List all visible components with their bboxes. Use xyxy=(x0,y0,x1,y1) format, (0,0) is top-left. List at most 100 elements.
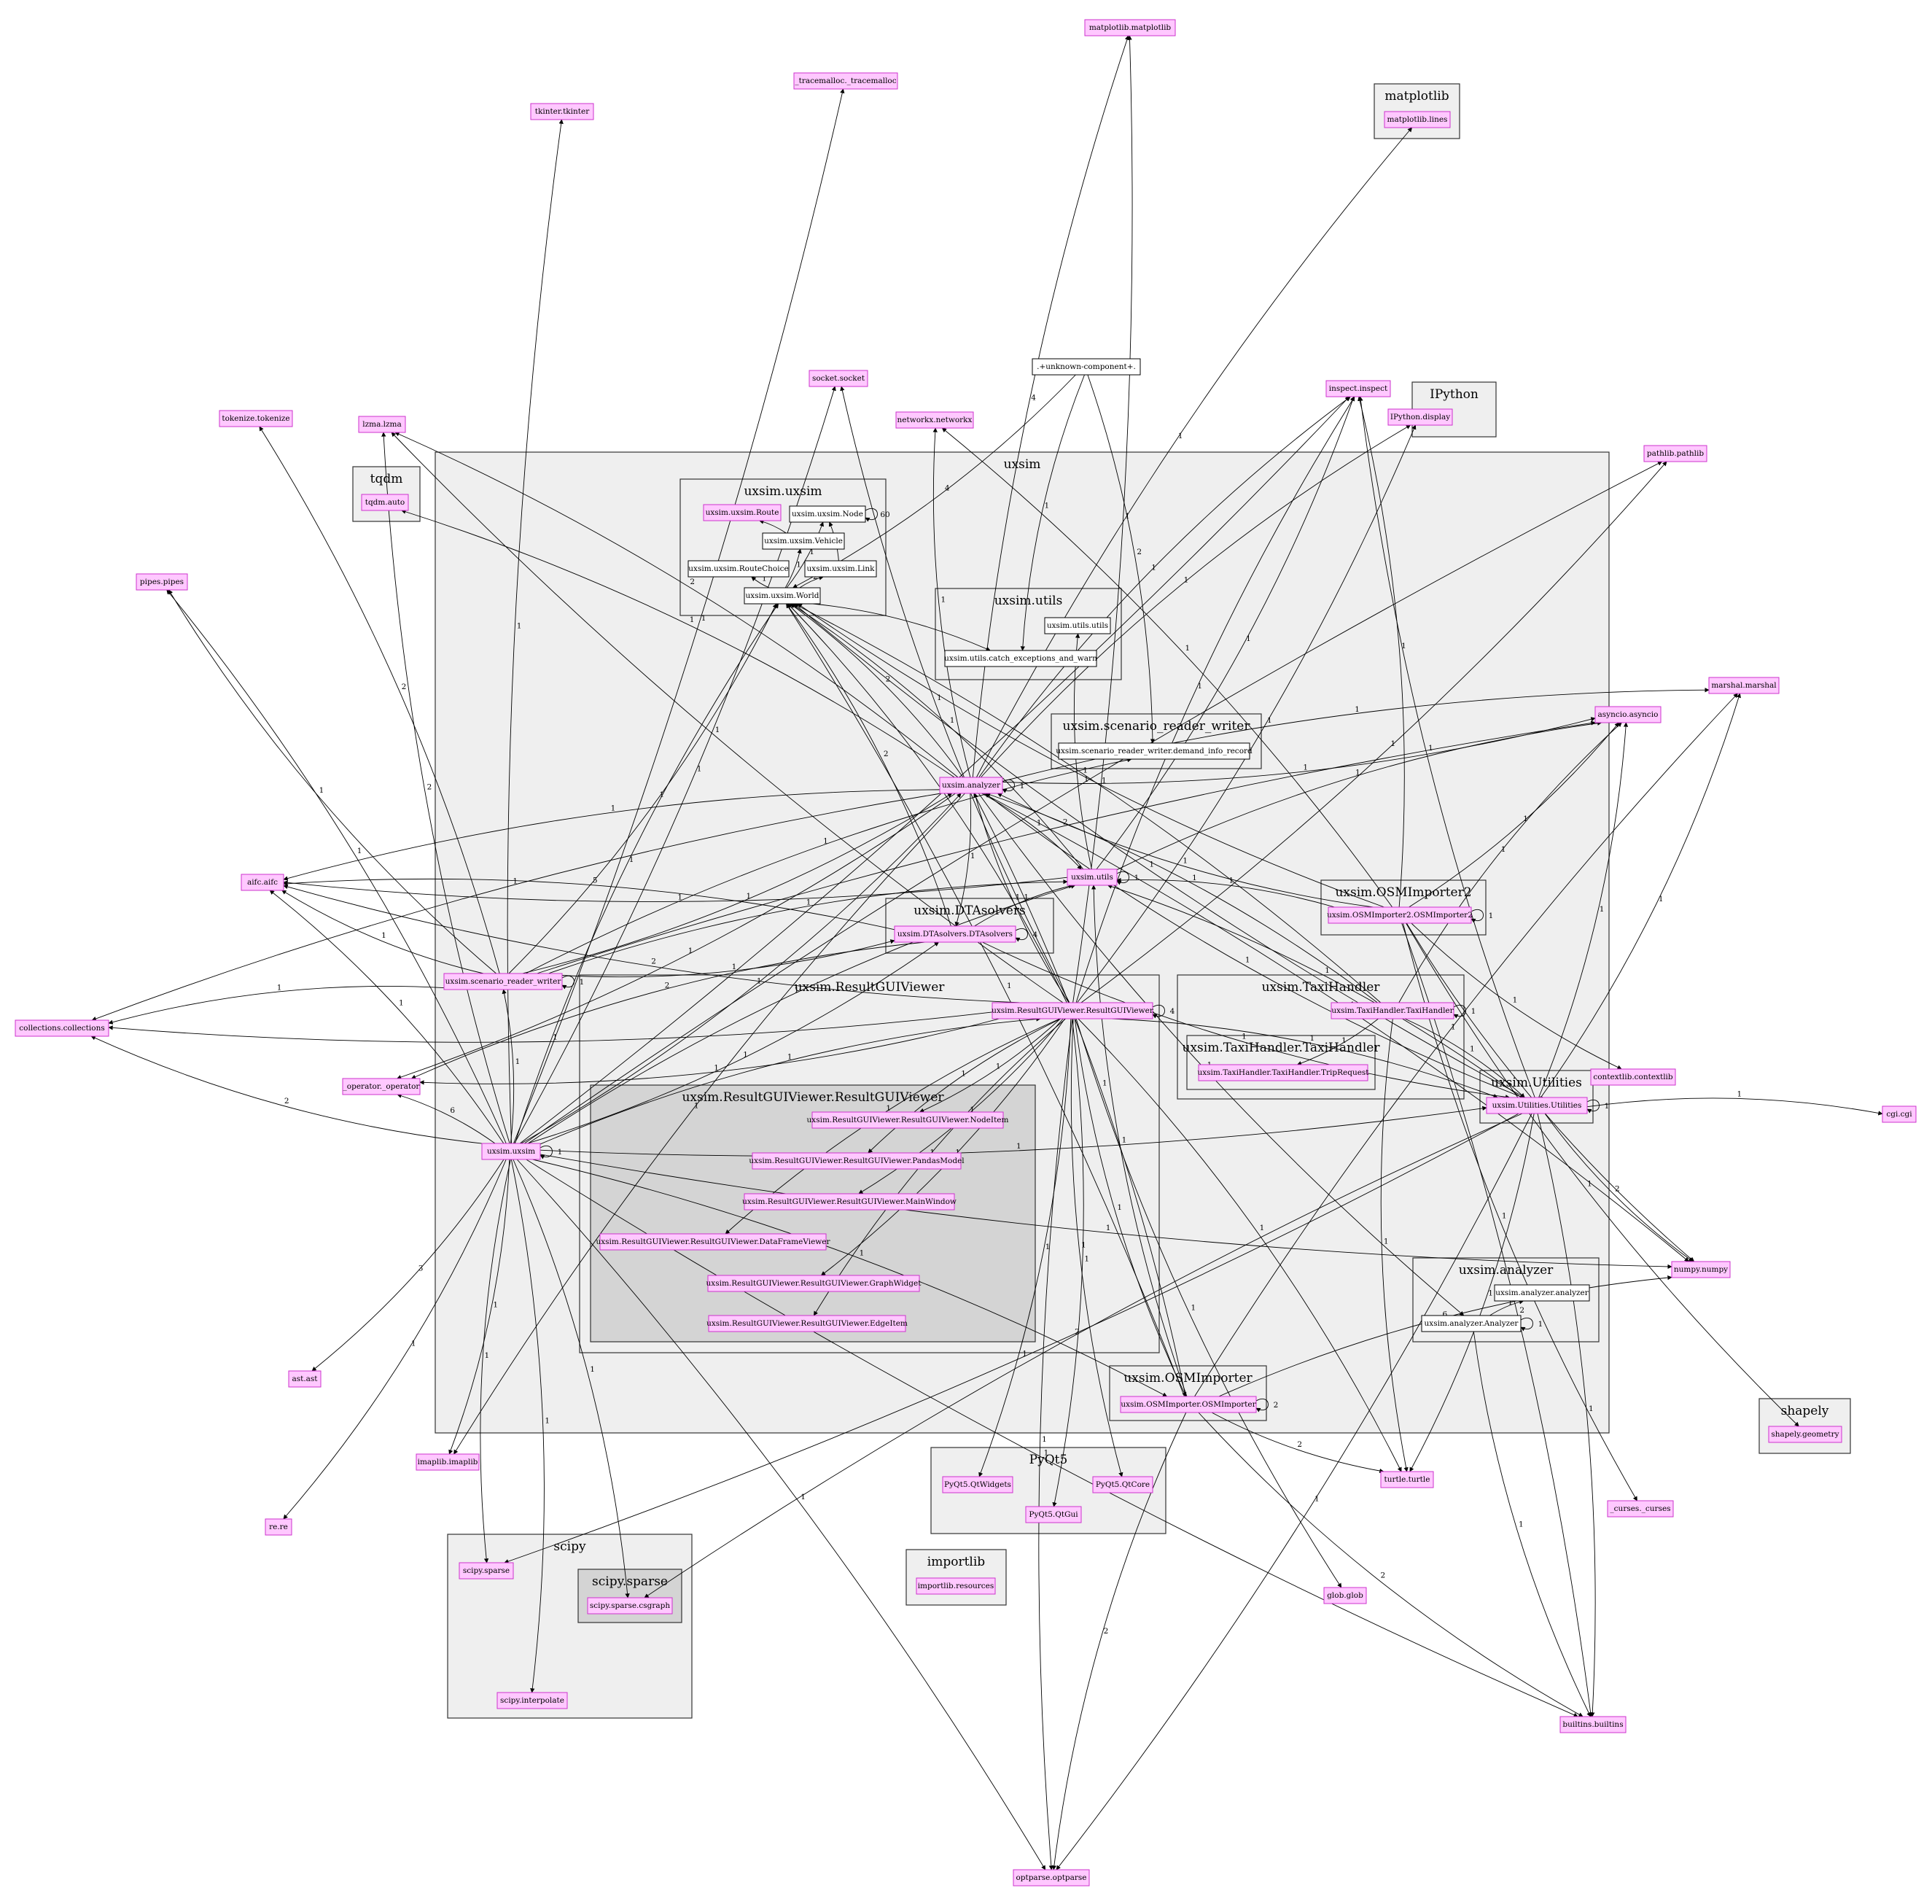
node-scipy-sparse[interactable]: scipy.sparse xyxy=(459,1562,514,1579)
node-lzma-lzma[interactable]: lzma.lzma xyxy=(358,416,406,433)
node-uxsim-resultguiviewer-resultguiviewer[interactable]: uxsim.ResultGUIViewer.ResultGUIViewer xyxy=(992,1002,1154,1019)
node-ipython-display[interactable]: IPython.display xyxy=(1387,408,1453,426)
edge-uxsim-uxsim-to-numpy-numpy: 1 xyxy=(540,1154,1672,1270)
node-tracemalloc-tracemalloc[interactable]: _tracemalloc._tracemalloc xyxy=(793,72,898,90)
node-uxsim-scenario-reader-writer-demand-info-record[interactable]: uxsim.scenario_reader_writer.demand_info… xyxy=(1056,742,1253,760)
node-uxsim-analyzer[interactable]: uxsim.analyzer xyxy=(939,777,1003,794)
node-uxsim-analyzer-analyzer[interactable]: uxsim.analyzer.Analyzer xyxy=(1421,1315,1522,1332)
node-uxsim-uxsim-routechoice[interactable]: uxsim.uxsim.RouteChoice xyxy=(688,560,790,578)
node-tokenize-tokenize[interactable]: tokenize.tokenize xyxy=(219,410,293,427)
node-inspect-inspect[interactable]: inspect.inspect xyxy=(1325,380,1391,397)
edge-label: 1 xyxy=(747,892,752,901)
node-builtins-builtins[interactable]: builtins.builtins xyxy=(1559,1716,1627,1733)
node-re-re[interactable]: re.re xyxy=(265,1518,292,1536)
node-glob-glob[interactable]: glob.glob xyxy=(1323,1587,1367,1604)
edge-uxsim-osmimporter2-osmimporter2-to-builtins-builtins: 2 xyxy=(1401,922,1593,1717)
node-label: uxsim.uxsim.Route xyxy=(706,508,779,517)
node-uxsim-utilities-utilities[interactable]: uxsim.Utilities.Utilities xyxy=(1486,1097,1588,1114)
node-uxsim-uxsim-route[interactable]: uxsim.uxsim.Route xyxy=(703,504,782,521)
edge-label: 1 xyxy=(1044,1449,1049,1458)
edge-uxsim-uxsim-to-uxsim-uxsim-world: 1 xyxy=(514,603,779,1144)
node-optparse-optparse[interactable]: optparse.optparse xyxy=(1013,1869,1090,1886)
node-tqdm-auto[interactable]: tqdm.auto xyxy=(361,494,409,511)
edge-uxsim-analyzer-to-operator-operator: 1 xyxy=(396,793,956,1080)
cluster-title: uxsim.analyzer xyxy=(1459,1263,1554,1278)
node-ast-ast[interactable]: ast.ast xyxy=(288,1370,322,1388)
node-uxsim-resultguiviewer-resultguiviewer-pandasmodel[interactable]: uxsim.ResultGUIViewer.ResultGUIViewer.Pa… xyxy=(749,1152,965,1170)
edge-uxsim-scenario-reader-writer-to-uxsim-scenario-reader-writer-demand-info-record: 1 xyxy=(525,758,1132,974)
node-label: uxsim.scenario_reader_writer.demand_info… xyxy=(1056,747,1253,755)
self-loop-label: 1 xyxy=(1020,782,1025,790)
node-unknown[interactable]: .+unknown-component+. xyxy=(1032,358,1141,376)
node-pathlib-pathlib[interactable]: pathlib.pathlib xyxy=(1643,445,1707,462)
self-loop-label: 1 xyxy=(1538,1320,1543,1329)
node-imaplib-imaplib[interactable]: imaplib.imaplib xyxy=(416,1453,480,1471)
node-uxsim-resultguiviewer-resultguiviewer-mainwindow[interactable]: uxsim.ResultGUIViewer.ResultGUIViewer.Ma… xyxy=(742,1193,957,1211)
node-scipy-sparse-csgraph[interactable]: scipy.sparse.csgraph xyxy=(587,1597,673,1614)
node-collections-collections[interactable]: collections.collections xyxy=(15,1019,109,1037)
edge-label: 5 xyxy=(593,877,598,885)
node-uxsim-utils[interactable]: uxsim.utils xyxy=(1067,869,1118,886)
edge-uxsim-uxsim-world-to-uxsim-utils-catch-exceptions-and-warn xyxy=(812,603,991,651)
node-pyqt5-qtcore[interactable]: PyQt5.QtCore xyxy=(1092,1476,1153,1493)
node-uxsim-resultguiviewer-resultguiviewer-nodeitem[interactable]: uxsim.ResultGUIViewer.ResultGUIViewer.No… xyxy=(807,1111,1009,1129)
node-uxsim-resultguiviewer-resultguiviewer-dataframeviewer[interactable]: uxsim.ResultGUIViewer.ResultGUIViewer.Da… xyxy=(596,1233,830,1251)
edge-label: 1 xyxy=(1314,1494,1320,1503)
node-uxsim-taxihandler-taxihandler[interactable]: uxsim.TaxiHandler.TaxiHandler xyxy=(1331,1002,1454,1019)
node-operator-operator[interactable]: _operator._operator xyxy=(342,1078,421,1095)
node-asyncio-asyncio[interactable]: asyncio.asyncio xyxy=(1594,706,1662,723)
node-uxsim-uxsim-node[interactable]: uxsim.uxsim.Node xyxy=(789,505,866,523)
node-uxsim-taxihandler-taxihandler-triprequest[interactable]: uxsim.TaxiHandler.TaxiHandler.TripReques… xyxy=(1197,1064,1369,1081)
node-uxsim-utils-catch-exceptions-and-warn[interactable]: uxsim.utils.catch_exceptions_and_warn xyxy=(944,650,1097,667)
node-scipy-interpolate[interactable]: scipy.interpolate xyxy=(496,1692,568,1709)
node-aifc-aifc[interactable]: aifc.aifc xyxy=(241,874,284,891)
node-networkx-networkx[interactable]: networkx.networkx xyxy=(895,411,974,429)
edge-label: 1 xyxy=(319,786,324,795)
edge-uxsim-utilities-utilities-to-asyncio-asyncio: 1 xyxy=(1538,722,1629,1098)
node-contextlib-contextlib[interactable]: contextlib.contextlib xyxy=(1590,1068,1676,1086)
edge-uxsim-scenario-reader-writer-to-uxsim-utils: 1 xyxy=(548,879,1068,974)
node-pipes-pipes[interactable]: pipes.pipes xyxy=(136,573,188,591)
node-label: .+unknown-component+. xyxy=(1037,362,1136,371)
node-pyqt5-qtwidgets[interactable]: PyQt5.QtWidgets xyxy=(942,1476,1013,1493)
edge-uxsim-scenario-reader-writer-to-aifc-aifc: 1 xyxy=(281,890,484,974)
self-loop-label: 1 xyxy=(558,1148,563,1157)
node-uxsim-scenario-reader-writer[interactable]: uxsim.scenario_reader_writer xyxy=(443,973,563,990)
node-uxsim-osmimporter-osmimporter[interactable]: uxsim.OSMImporter.OSMImporter xyxy=(1120,1396,1257,1413)
node-matplotlib-lines[interactable]: matplotlib.lines xyxy=(1384,111,1451,128)
node-tkinter-tkinter[interactable]: tkinter.tkinter xyxy=(530,103,594,120)
edge-label: 1 xyxy=(1600,905,1605,914)
node-label: uxsim.ResultGUIViewer.ResultGUIViewer.Gr… xyxy=(706,1279,922,1288)
node-turtle-turtle[interactable]: turtle.turtle xyxy=(1380,1471,1434,1488)
edge-label: 2 xyxy=(690,578,695,586)
node-marshal-marshal[interactable]: marshal.marshal xyxy=(1708,677,1780,694)
node-matplotlib-matplotlib[interactable]: matplotlib.matplotlib xyxy=(1084,19,1176,36)
node-uxsim-osmimporter2-osmimporter2[interactable]: uxsim.OSMImporter2.OSMImporter2 xyxy=(1327,906,1473,924)
node-cgi-cgi[interactable]: cgi.cgi xyxy=(1882,1106,1917,1123)
node-socket-socket[interactable]: socket.socket xyxy=(809,370,868,387)
node-uxsim-uxsim-vehicle[interactable]: uxsim.uxsim.Vehicle xyxy=(762,532,845,550)
node-uxsim-uxsim[interactable]: uxsim.uxsim xyxy=(481,1143,541,1160)
node-uxsim-resultguiviewer-resultguiviewer-edgeitem[interactable]: uxsim.ResultGUIViewer.ResultGUIViewer.Ed… xyxy=(706,1315,908,1332)
node-shapely-geometry[interactable]: shapely.geometry xyxy=(1768,1426,1842,1443)
node-importlib-resources[interactable]: importlib.resources xyxy=(916,1577,996,1595)
node-label: uxsim.ResultGUIViewer.ResultGUIViewer.Pa… xyxy=(749,1157,965,1165)
node-pyqt5-qtgui[interactable]: PyQt5.QtGui xyxy=(1025,1506,1082,1523)
node-numpy-numpy[interactable]: numpy.numpy xyxy=(1671,1261,1731,1278)
node-uxsim-analyzer-analyzer[interactable]: uxsim.analyzer.analyzer xyxy=(1494,1284,1590,1302)
node-uxsim-uxsim-link[interactable]: uxsim.uxsim.Link xyxy=(804,560,877,578)
edge-label: 1 xyxy=(1587,1179,1592,1188)
self-loop-uxsim-taxihandler-taxihandler: 1 xyxy=(1453,1005,1476,1019)
self-loop-uxsim-resultguiviewer-resultguiviewer: 4 xyxy=(1152,1005,1175,1019)
edge-label: 2 xyxy=(1297,1440,1302,1449)
edge-uxsim-uxsim-to-uxsim-resultguiviewer-resultguiviewer: 1 xyxy=(540,1017,1041,1145)
node-curses-curses[interactable]: _curses._curses xyxy=(1607,1500,1674,1518)
node-uxsim-dtasolvers-dtasolvers[interactable]: uxsim.DTAsolvers.DTAsolvers xyxy=(894,925,1016,943)
node-label: uxsim.OSMImporter.OSMImporter xyxy=(1121,1400,1256,1409)
edge-uxsim-analyzer-analyzer-to-builtins-builtins: 1 xyxy=(1473,1331,1592,1717)
edge-label: 2 xyxy=(665,981,670,990)
cluster-title: uxsim.scenario_reader_writer xyxy=(1063,719,1251,734)
node-uxsim-resultguiviewer-resultguiviewer-graphwidget[interactable]: uxsim.ResultGUIViewer.ResultGUIViewer.Gr… xyxy=(706,1275,922,1292)
node-uxsim-utils-utils[interactable]: uxsim.utils.utils xyxy=(1044,617,1111,634)
node-uxsim-uxsim-world[interactable]: uxsim.uxsim.World xyxy=(744,587,821,605)
